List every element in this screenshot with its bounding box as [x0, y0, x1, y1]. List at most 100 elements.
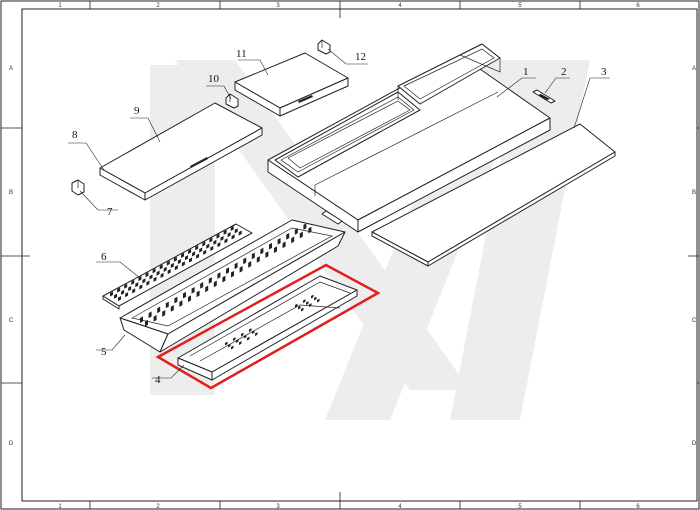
perforation-slot [303, 223, 307, 230]
tray-slots [140, 223, 312, 327]
perforation-slot [191, 286, 195, 294]
perforation-slot [213, 239, 217, 245]
perforation-slot [174, 296, 178, 304]
perforation-slot [170, 305, 174, 312]
zone-row-d-right: D [692, 441, 697, 447]
perforation-slot [145, 319, 148, 327]
perforation-slot [181, 252, 184, 258]
perforation-slot [314, 296, 317, 301]
perforation-slot [157, 306, 161, 314]
perforation-slot [298, 305, 301, 310]
perforation-slot [145, 272, 149, 278]
perforation-slot [200, 282, 204, 289]
callout-7: 7 [107, 206, 113, 218]
perforation-slot [140, 316, 143, 323]
perforation-slot [173, 256, 177, 262]
perforation-slot [121, 289, 125, 295]
perforation-slot [152, 268, 156, 274]
part-6-perforated-grille [102, 223, 253, 310]
perforation-slot [188, 249, 192, 255]
perforation-slot [183, 291, 186, 299]
perforation-slot [231, 270, 234, 278]
perforation-slot [203, 249, 207, 255]
perforation-slot [238, 230, 242, 236]
callout-1: 1 [523, 66, 529, 78]
perforation-slot [217, 272, 221, 279]
perforation-slot [139, 284, 143, 290]
perforation-slot [208, 277, 212, 284]
perforation-slot [162, 310, 166, 317]
zone-col-1-top: 1 [58, 3, 62, 9]
zone-row-d-left: D [9, 441, 14, 447]
perforation-slot [255, 332, 258, 336]
callouts: 1 2 3 4 5 6 7 8 9 10 11 12 [72, 48, 607, 386]
perforation-slot [224, 238, 228, 244]
zone-col-3-bottom: 3 [276, 504, 280, 510]
perforation-slot [223, 229, 227, 235]
perforation-slot [274, 246, 277, 253]
perforation-slot [286, 233, 290, 240]
perforation-slot [251, 252, 255, 260]
zone-col-5-bottom: 5 [518, 504, 522, 510]
perforation-slot [213, 280, 217, 288]
perforation-slot [226, 267, 229, 274]
perforation-slot [196, 290, 200, 298]
perforation-slot [195, 245, 199, 251]
perforation-slot [117, 287, 121, 293]
perforation-slot [234, 228, 238, 234]
zone-labels: 1 2 3 4 5 6 1 2 3 4 5 6 A B C D A B C D [9, 3, 697, 510]
part-9-long-lid [99, 102, 263, 201]
perforation-slot [210, 245, 214, 252]
grille-slots [110, 225, 242, 302]
perforation-slot [248, 261, 252, 268]
perforation-slot [118, 295, 121, 302]
perforation-slot [308, 226, 312, 234]
perforation-slot [306, 301, 309, 305]
callout-10: 10 [208, 73, 220, 85]
perforation-slot [149, 274, 153, 280]
callout-6: 6 [101, 251, 107, 263]
zone-col-3-top: 3 [276, 3, 280, 9]
zone-col-4-bottom: 4 [398, 504, 402, 510]
zone-row-c-right: C [692, 318, 697, 324]
callout-12: 12 [355, 51, 366, 63]
perforation-slot [231, 234, 235, 240]
cabinet-front-clip [321, 210, 343, 225]
zone-col-6-top: 6 [636, 3, 640, 9]
perforation-slot [301, 307, 304, 312]
zone-row-a-left: A [9, 66, 13, 72]
perforation-slot [233, 337, 236, 341]
zone-col-5-top: 5 [518, 3, 522, 9]
perforation-slot [243, 257, 247, 265]
perforation-slot [179, 300, 183, 307]
perforation-slot [165, 301, 169, 309]
perforation-slot [225, 341, 228, 346]
perforation-slot [247, 336, 250, 341]
callout-4: 4 [155, 374, 161, 386]
perforation-slot [148, 311, 152, 319]
part-5-base-tray [119, 219, 346, 353]
perforation-slot [188, 295, 191, 302]
zone-row-a-right: A [692, 66, 696, 72]
perforation-slot [192, 251, 196, 257]
perforation-slot [206, 243, 210, 249]
perforation-slot [125, 292, 129, 298]
perforation-slot [142, 278, 146, 284]
perforation-slot [153, 276, 157, 282]
perforation-slot [216, 233, 220, 239]
perforation-slot [160, 272, 164, 278]
perforation-slot [241, 332, 244, 337]
part-3-cutting-board [371, 123, 616, 267]
perforation-slot [230, 225, 234, 232]
perforation-slot [220, 235, 224, 242]
perforation-slot [299, 231, 303, 239]
perforation-slot [131, 279, 135, 285]
perforation-slot [181, 261, 185, 267]
perforation-slot [189, 257, 192, 263]
part-2-bracket [532, 89, 556, 104]
zone-row-b-right: B [692, 190, 696, 196]
perforation-slot [295, 303, 298, 308]
callout-8: 8 [72, 129, 78, 141]
perforation-slot [199, 247, 203, 253]
